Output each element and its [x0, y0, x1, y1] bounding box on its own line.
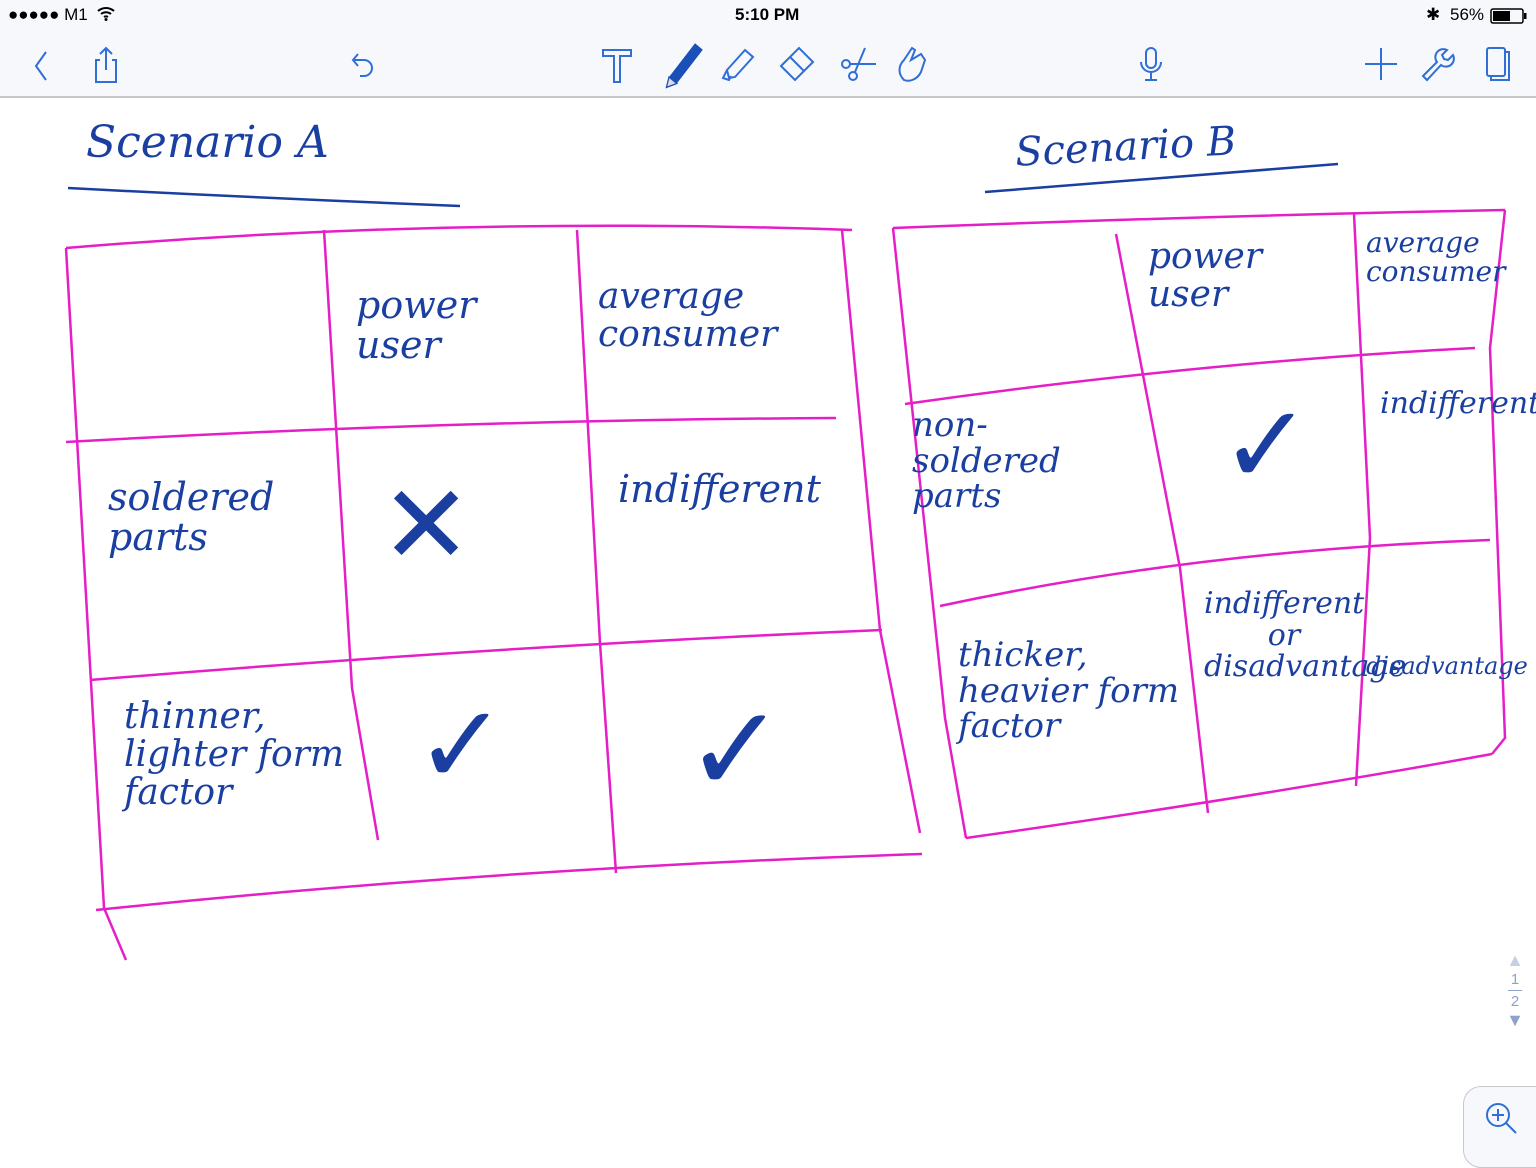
undo-icon [351, 53, 373, 77]
a-cell-indifferent: indifferent [618, 467, 821, 511]
scenario-a-title: Scenario A [86, 117, 329, 168]
back-button[interactable] [18, 40, 62, 88]
hand-tool[interactable] [892, 40, 936, 88]
grid-a-row1 [65, 416, 837, 444]
page-indicator: ▲ 1 2 ▼ [1500, 950, 1530, 1031]
grid-b-col1 [1114, 233, 1210, 814]
a-cell-x-mark: ✕ [380, 461, 473, 589]
highlighter-tool-icon [721, 48, 755, 82]
previous-page-button[interactable]: ▲ [1506, 950, 1524, 970]
a-header-power-user: power user [356, 283, 477, 367]
b-cell-indifferent: indifferent [1380, 386, 1536, 421]
wifi-icon [96, 5, 116, 26]
grid-b-col0 [891, 227, 968, 839]
bluetooth-icon: ✱ [1426, 5, 1441, 24]
zoom-button[interactable] [1463, 1086, 1536, 1168]
a-row-thinner-lighter: thinner, lighter form factor [124, 696, 345, 813]
text-tool-icon [602, 49, 632, 83]
clock: 5:10 PM [735, 5, 800, 24]
b-header-power-user: power user [1148, 236, 1263, 315]
share-button[interactable] [84, 40, 128, 88]
wrench-icon [1421, 48, 1455, 82]
highlighter-tool[interactable] [715, 40, 759, 88]
grid-a-col0 [64, 247, 128, 961]
title-underline-b [984, 162, 1339, 194]
total-pages: 2 [1510, 993, 1520, 1010]
text-tool[interactable] [595, 40, 639, 88]
grid-a-col1 [322, 229, 380, 841]
add-button[interactable] [1359, 40, 1403, 88]
add-icon [1365, 48, 1397, 80]
lasso-tool-icon [841, 47, 876, 81]
hand-tool-icon [898, 46, 927, 82]
a-cell-check-average: ✓ [685, 681, 786, 820]
grid-a-col2 [575, 229, 618, 874]
microphone-button[interactable] [1129, 40, 1173, 88]
current-page: 1 [1510, 971, 1520, 988]
grid-a-top [65, 224, 853, 250]
pages-button[interactable] [1475, 40, 1519, 88]
grid-lines [64, 162, 1507, 961]
a-cell-check-power: ✓ [415, 681, 508, 809]
grid-b-row2 [939, 538, 1491, 608]
title-underline-a [67, 186, 461, 208]
a-row-soldered-parts: soldered parts [108, 475, 275, 559]
grid-a-row2 [89, 628, 883, 682]
lasso-tool[interactable] [835, 40, 879, 88]
eraser-tool[interactable] [775, 40, 819, 88]
undo-button[interactable] [340, 40, 384, 88]
a-header-average-consumer: average consumer [598, 276, 778, 355]
pen-tool[interactable] [655, 40, 709, 89]
b-cell-disadvantage: disadvantage [1366, 652, 1528, 680]
b-cell-check-power: ✓ [1220, 381, 1313, 509]
next-page-button[interactable]: ▼ [1506, 1010, 1524, 1030]
back-icon [34, 51, 47, 81]
battery-level: 56% [1450, 5, 1485, 24]
scenario-b-title: Scenario B [1013, 118, 1238, 176]
b-row-thicker-heavier: thicker, heavier form factor [958, 635, 1180, 747]
grid-a-col3 [840, 229, 922, 834]
grid-b-col3 [1488, 209, 1507, 755]
note-page[interactable]: Scenario A Scenario B power user average… [0, 98, 1536, 1152]
eraser-tool-icon [779, 46, 815, 82]
share-icon [95, 46, 117, 83]
b-header-average-consumer: average consumer [1366, 226, 1506, 289]
grid-b-row1 [904, 346, 1476, 406]
microphone-icon [1140, 47, 1162, 81]
zoom-in-icon [1486, 1103, 1517, 1134]
page-divider [1508, 990, 1522, 991]
b-cell-indifferent-or-disadvantage: indifferent or disadvantage [1204, 586, 1407, 684]
pen-tool-icon [665, 43, 703, 89]
grid-b-bottom [965, 752, 1493, 840]
settings-button[interactable] [1415, 40, 1459, 88]
pages-icon [1486, 47, 1510, 81]
battery-icon [1490, 8, 1528, 29]
grid-a-bottom [95, 852, 923, 912]
toolbar [0, 32, 1536, 98]
b-row-non-soldered: non-soldered parts [912, 405, 1061, 517]
carrier: ●●●●● M1 [8, 5, 88, 24]
grid-b-col2 [1352, 213, 1372, 787]
grid-b-top [892, 208, 1506, 230]
status-bar: ●●●●● M1 5:10 PM ✱ 56% [0, 0, 1536, 32]
